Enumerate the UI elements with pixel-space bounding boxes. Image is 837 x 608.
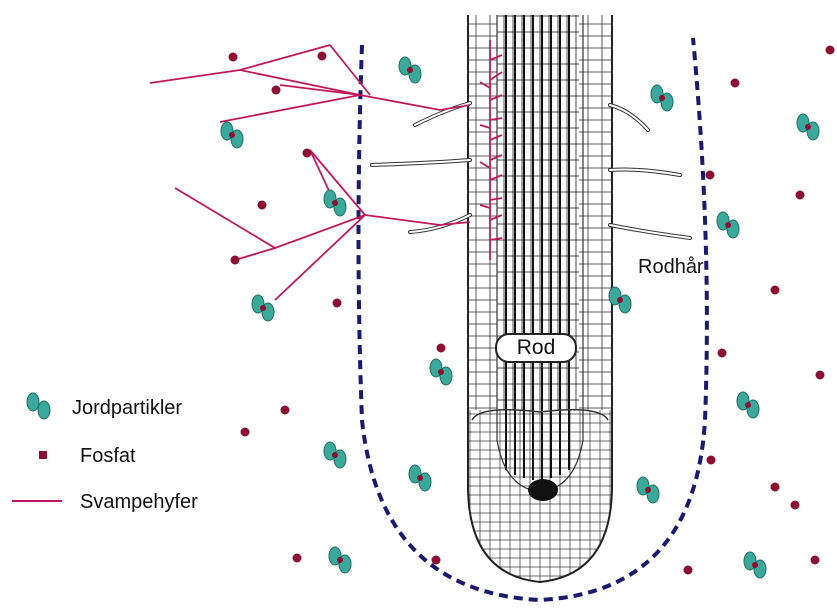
soil-particle: [651, 85, 673, 111]
phosphate-dot: [796, 191, 805, 200]
phosphate-dot: [706, 171, 715, 180]
phosphate-dot: [231, 256, 240, 265]
phosphate-dot: [293, 554, 302, 563]
soil-particle: [430, 359, 452, 385]
phosphate-dot-icon: [39, 451, 47, 459]
legend-label-phosphate: Fosfat: [80, 446, 136, 466]
fungal-hyphae: [150, 40, 502, 300]
phosphate-dot: [241, 428, 250, 437]
soil-particle: [324, 190, 346, 216]
soil-particle: [221, 122, 243, 148]
soil-particle: [797, 114, 819, 140]
phosphate-dot: [281, 406, 290, 415]
phosphate-dot: [684, 566, 693, 575]
phosphate-dot: [432, 556, 441, 565]
phosphate-dot: [816, 371, 825, 380]
phosphate-dot: [731, 79, 740, 88]
root-label: Rod: [495, 333, 577, 363]
phosphate-dot: [791, 501, 800, 510]
phosphate-dot: [229, 53, 238, 62]
root-hair-label: Rodhår: [638, 257, 704, 277]
legend-label-soil-particles: Jordpartikler: [72, 398, 182, 418]
phosphate-dot: [303, 149, 312, 158]
phosphate-dot: [826, 46, 835, 55]
soil-particle: [637, 477, 659, 503]
phosphate-dot: [811, 556, 820, 565]
legend-label-fungal-hyphae: Svampehyfer: [80, 492, 198, 512]
phosphate-dot: [318, 52, 327, 61]
phosphate-dot: [771, 286, 780, 295]
soil-particle: [744, 552, 766, 578]
root-label-text: Rod: [517, 336, 556, 360]
phosphate-dot: [437, 344, 446, 353]
phosphate-dot: [718, 349, 727, 358]
soil-particle: [252, 295, 274, 321]
soil-particle: [409, 465, 431, 491]
soil-particle: [324, 442, 346, 468]
meristem: [528, 479, 558, 501]
phosphate-dot: [333, 299, 342, 308]
soil-particle: [329, 547, 351, 573]
phosphate-dot: [272, 86, 281, 95]
soil-particle: [717, 212, 739, 238]
phosphate-dot: [771, 483, 780, 492]
soil-particle-icon: [27, 393, 50, 419]
soil-particle: [399, 57, 421, 83]
phosphate-dot: [707, 456, 716, 465]
phosphate-dot: [258, 201, 267, 210]
legend-icons: [12, 393, 62, 501]
soil-particle: [737, 392, 759, 418]
